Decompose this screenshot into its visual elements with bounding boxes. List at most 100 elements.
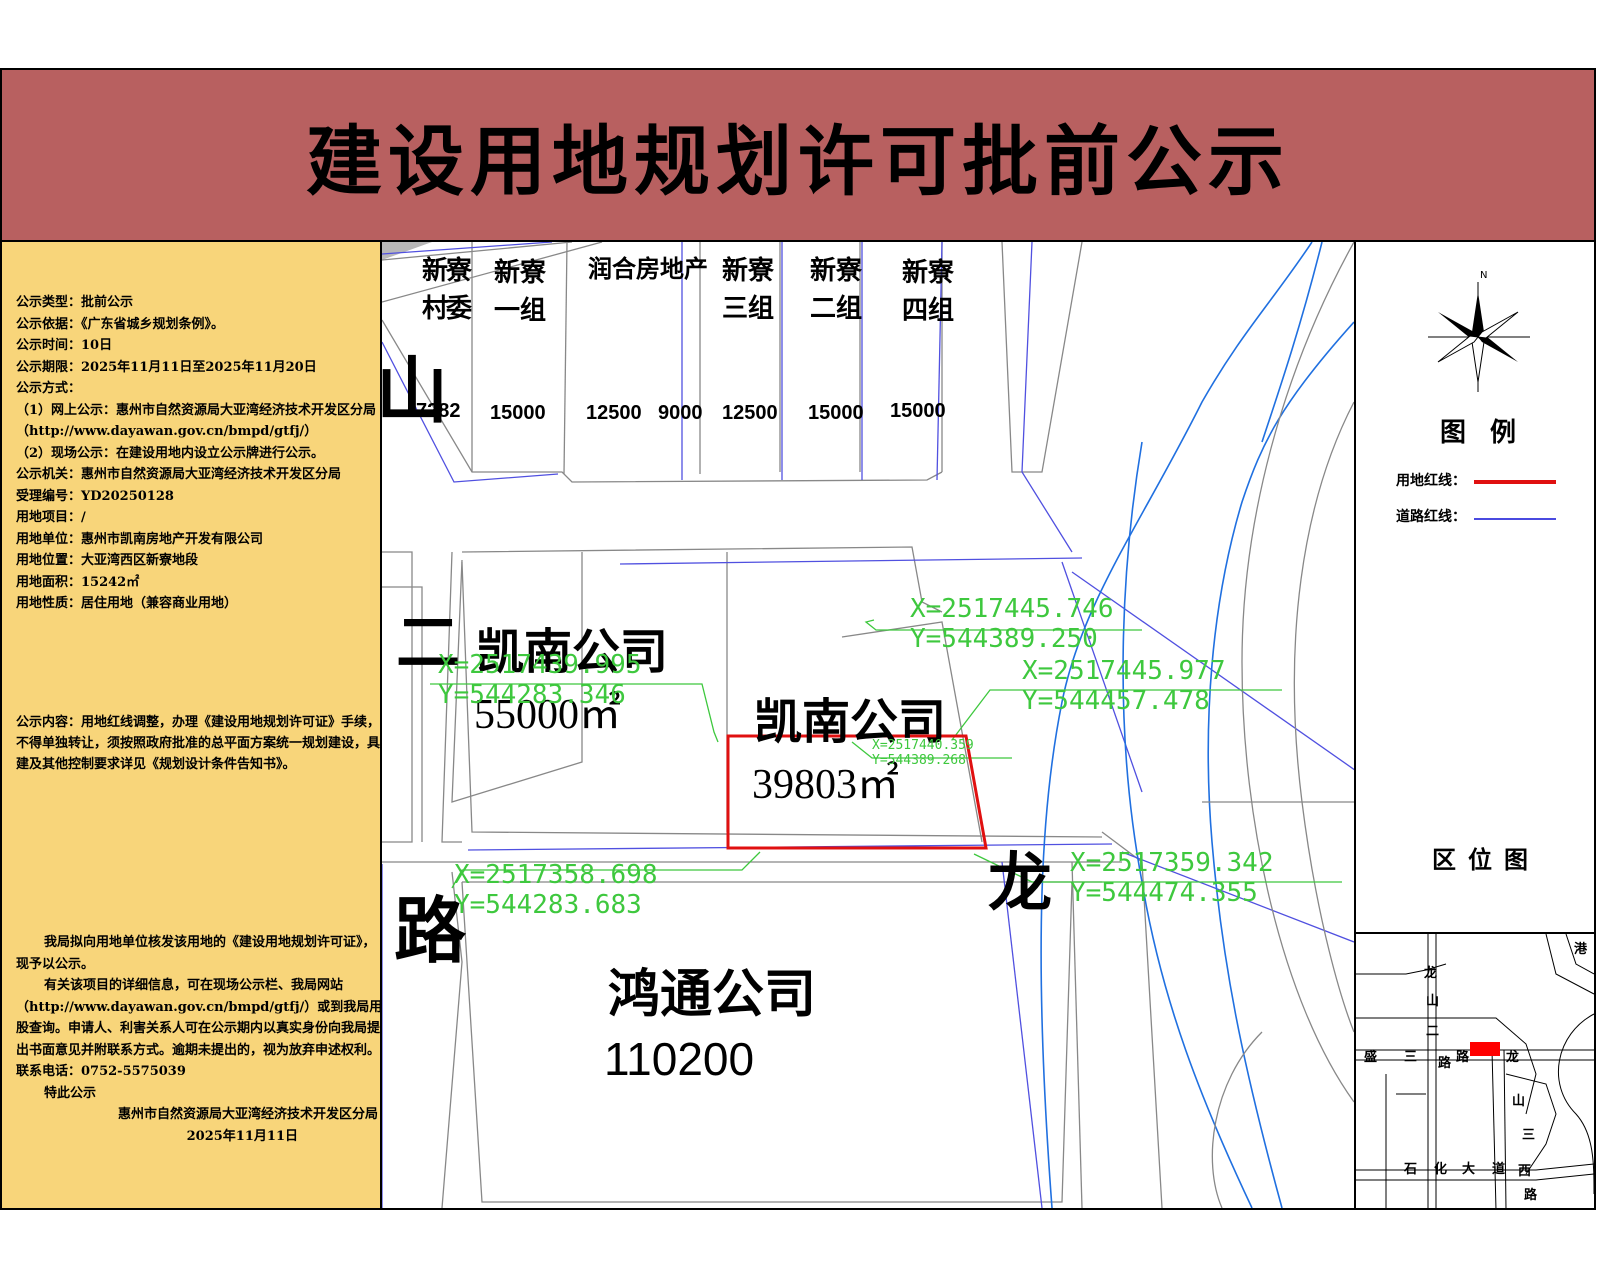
coord-x: X=2517440.359	[872, 738, 974, 753]
location-map: 龙 山 二 路 盛 三 路 龙 山 三 石 化 大 道 西 路 港	[1356, 932, 1594, 1210]
field-nature: 用地性质：居住用地（兼容商业用地）	[16, 596, 238, 611]
field-authority: 公示机关：惠州市自然资源局大亚湾经济技术开发区分局	[16, 467, 342, 482]
legend-title: 图例	[1440, 418, 1541, 448]
coord-y: Y=544389.268	[872, 753, 966, 768]
location-site-marker	[1470, 1042, 1500, 1056]
coord-x: X=2517445.977	[1022, 656, 1226, 686]
loc-label: 盛	[1364, 1050, 1378, 1065]
loc-label: 路	[1524, 1188, 1538, 1203]
site-red-line	[726, 734, 988, 850]
loc-label: 西	[1518, 1164, 1532, 1179]
parcel-name: 凯南公司	[476, 624, 669, 680]
group-name: 新寮四组	[902, 258, 955, 326]
road-char-shan: 山	[382, 349, 449, 433]
road-red-lines	[382, 242, 1354, 1208]
field-unit: 用地单位：惠州市凯南房地产开发有限公司	[16, 531, 264, 547]
loc-label: 龙	[1506, 1050, 1520, 1065]
coord-label: X=2517440.359 Y=544389.268	[872, 738, 974, 768]
field-time: 公示时间：10日	[16, 338, 113, 353]
road-char-lu: 路	[394, 889, 467, 973]
parcel-name: 凯南公司	[754, 694, 947, 750]
loc-label: 三	[1404, 1050, 1418, 1065]
coord-x: X=2517445.746	[910, 594, 1114, 624]
title-banner: 建设用地规划许可批前公示	[2, 70, 1594, 242]
group-name: 新寮村委	[422, 256, 472, 324]
north-label: N	[1480, 270, 1488, 281]
group-label-xinliao-village: 新寮村委	[422, 252, 490, 328]
coord-label: X=2517445.746 Y=544389.250	[910, 594, 1114, 654]
coord-label: X=2517358.698 Y=544283.683	[454, 860, 658, 920]
coord-label: X=2517359.342 Y=544474.355	[1070, 848, 1274, 908]
field-period: 公示期限：2025年11月11日至2025年11月20日	[16, 359, 317, 375]
map-lines	[382, 242, 1354, 1208]
coord-y: Y=544283.346	[438, 680, 626, 710]
field-method: 公示方式：	[16, 381, 82, 396]
loc-label: 龙	[1424, 966, 1438, 981]
legend-panel: N 图例 用地红线： 道路红线： 区位图	[1354, 242, 1594, 1210]
signer: 惠州市自然资源局大亚湾经济技术开发区分局	[117, 1107, 378, 1122]
content-line: 建及其他控制要求详见《规划设计条件告知书》。	[16, 757, 296, 772]
parcel-area: 55000㎡	[474, 692, 622, 738]
group-name: 新寮一组	[494, 258, 547, 326]
road-edge-lines	[382, 242, 1163, 1208]
legend-swatch-site	[1474, 480, 1556, 484]
coord-x: X=2517439.995	[438, 650, 642, 680]
coord-x: X=2517358.698	[454, 860, 658, 890]
sign-date: 2025年11月11日	[186, 1128, 298, 1144]
group-name: 润合房地产	[588, 255, 708, 283]
coord-y: Y=544389.250	[910, 624, 1098, 654]
group-area: 15000	[490, 402, 546, 424]
loc-label: 三	[1522, 1128, 1536, 1143]
loc-label: 路	[1456, 1050, 1470, 1065]
field-number: 受理编号：YD20250128	[16, 488, 174, 504]
group-area: 7282	[416, 400, 461, 422]
legend-label-road: 道路红线：	[1396, 509, 1466, 525]
parcel-name: 鸿通公司	[608, 965, 817, 1025]
map-edge-shade	[382, 242, 432, 260]
river-bank-line	[1241, 242, 1354, 1103]
field-basis: 公示依据：《广东省城乡规划条例》。	[16, 316, 225, 332]
legend-swatch-road	[1474, 518, 1556, 520]
road-char-er: 二	[396, 607, 460, 681]
coord-label: X=2517439.995 Y=544283.346	[438, 650, 642, 710]
notice-line: 股查询。申请人、利害关系人可在公示期内以真实身份向我局提	[16, 1021, 381, 1036]
site-map: 新寮村委 7282 新寮一组 15000 润合房地产 12500 9000 新寮…	[382, 242, 1354, 1208]
content-block: 公示内容：用地红线调整，办理《建设用地规划许可证》手续，用地 不得单独转让，须按…	[16, 712, 407, 775]
notice-line: （http://www.dayawan.gov.cn/bmpd/gtfj/）或到…	[16, 999, 396, 1015]
group-area: 12500	[586, 402, 642, 424]
loc-label: 二	[1426, 1024, 1440, 1039]
coord-label: X=2517445.977 Y=544457.478	[1022, 656, 1226, 716]
loc-label: 港	[1574, 942, 1588, 957]
field-location: 用地位置：大亚湾西区新寮地段	[16, 553, 199, 568]
coord-x: X=2517359.342	[1070, 848, 1274, 878]
field-online: （1）网上公示：惠州市自然资源局大亚湾经济技术开发区分局	[16, 402, 377, 418]
river-bank-line-3	[1211, 1031, 1263, 1208]
coord-leaders	[430, 619, 1342, 889]
notice-line: 现予以公示。	[16, 956, 95, 972]
coord-y: Y=544457.478	[1022, 686, 1210, 716]
coord-y: Y=544283.683	[454, 890, 642, 920]
river-bank-line-2	[1293, 401, 1354, 1033]
info-fields: 公示类型：批前公示 公示依据：《广东省城乡规划条例》。 公示时间：10日 公示期…	[16, 292, 380, 615]
loc-label: 石	[1404, 1162, 1418, 1177]
notice-line: 联系电话：0752-5575039	[16, 1064, 186, 1079]
field-onsite: （2）现场公示：在建设用地内设立公示牌进行公示。	[16, 445, 325, 461]
notice-line: 有关该项目的详细信息，可在现场公示栏、我局网站	[44, 978, 344, 993]
loc-label: 路	[1438, 1056, 1452, 1071]
loc-label: 道	[1492, 1162, 1506, 1177]
road-char-long: 龙	[988, 847, 1052, 921]
page-title: 建设用地规划许可批前公示	[306, 117, 1290, 206]
loc-label: 化	[1434, 1162, 1448, 1177]
info-panel: 公示类型：批前公示 公示依据：《广东省城乡规划条例》。 公示时间：10日 公示期…	[2, 242, 382, 1208]
parcel-area: 39803㎡	[752, 762, 900, 808]
river-lines	[1040, 242, 1354, 1208]
field-type: 公示类型：批前公示	[16, 295, 134, 310]
location-map-title: 区位图	[1432, 846, 1540, 874]
content-line: 不得单独转让，须按照政府批准的总平面方案统一规划建设，具体配	[16, 736, 407, 751]
group-area: 9000	[658, 402, 703, 424]
field-online-url[interactable]: （http://www.dayawan.gov.cn/bmpd/gtfj/）	[16, 424, 318, 439]
content-line: 公示内容：用地红线调整，办理《建设用地规划许可证》手续，用地	[16, 715, 407, 730]
group-area: 15000	[890, 400, 946, 422]
legend-label-site: 用地红线：	[1396, 473, 1466, 489]
notice-line: 我局拟向用地单位核发该用地的《建设用地规划许可证》，	[44, 935, 376, 950]
